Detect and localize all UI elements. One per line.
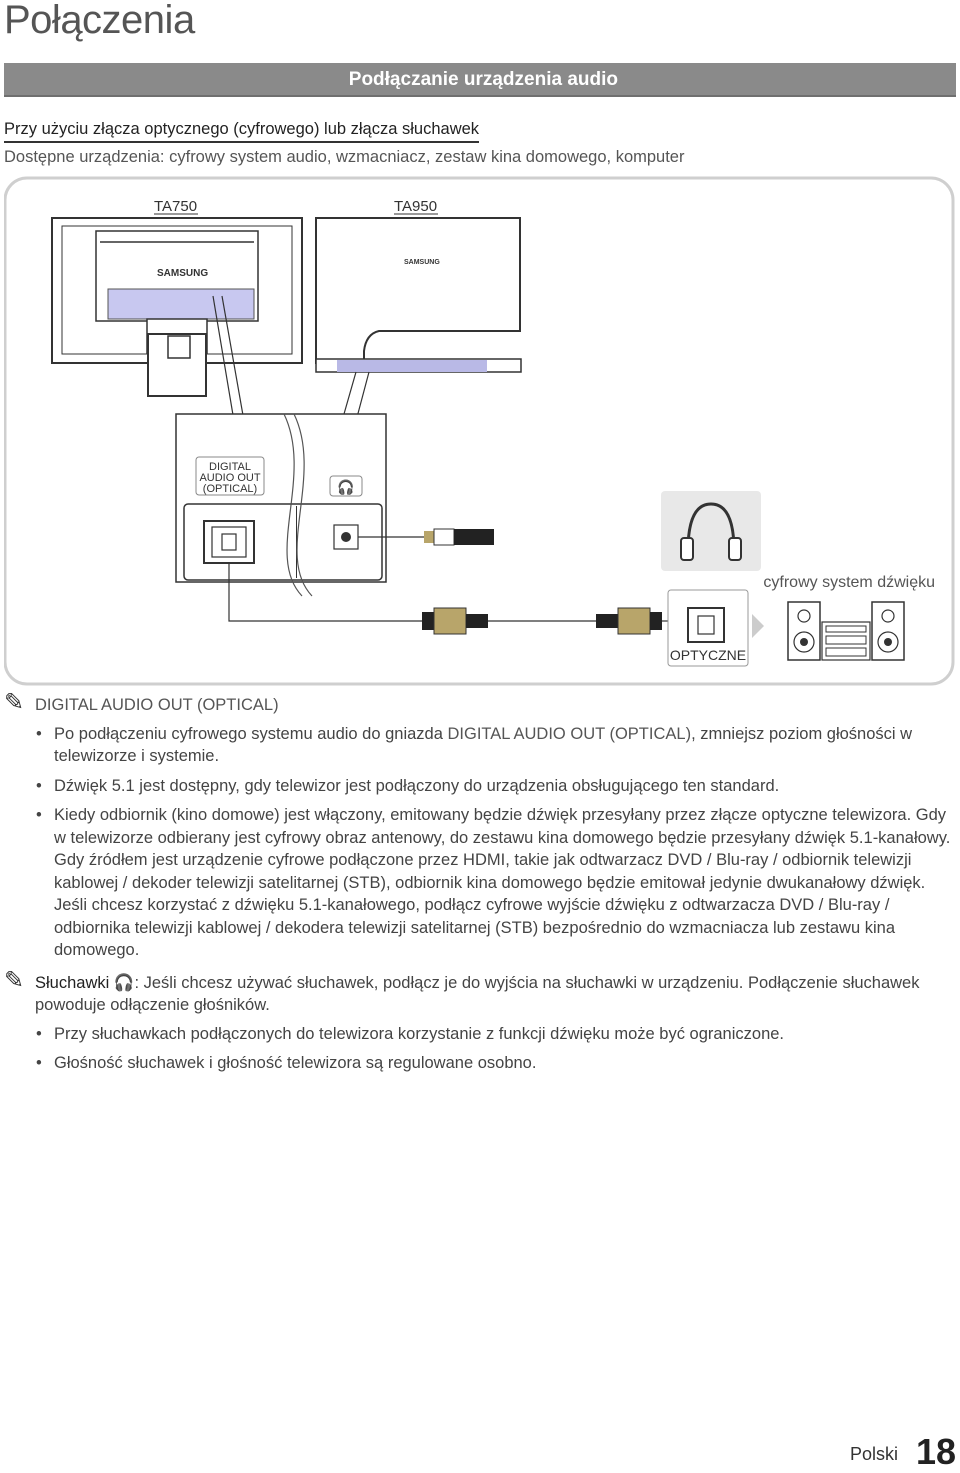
note-headphones-heading: Słuchawki: [35, 973, 110, 992]
list-item: • Przy słuchawkach podłączonych do telew…: [4, 1023, 956, 1046]
list-item: • Po podłączeniu cyfrowego systemu audio…: [36, 724, 913, 766]
page-title: Połączenia: [4, 0, 195, 42]
available-devices: Dostępne urządzenia: cyfrowy system audi…: [4, 148, 685, 166]
arrow-icon: [752, 614, 764, 638]
page-number: 18: [915, 1431, 956, 1472]
pencil-icon: ✎: [4, 689, 25, 716]
pencil-icon: ✎: [4, 966, 25, 994]
bullet-icon: •: [36, 1054, 42, 1072]
bullet-icon: •: [36, 724, 42, 743]
brand-logo-ta750: SAMSUNG: [157, 268, 208, 279]
headphones-device: [661, 491, 761, 571]
optical-input-label: OPTYCZNE: [670, 647, 746, 663]
note-optical-heading: DIGITAL AUDIO OUT (OPTICAL): [35, 696, 279, 714]
svg-text:(OPTICAL): (OPTICAL): [203, 483, 257, 495]
bullet-icon: •: [36, 776, 42, 795]
model-label-ta950: TA950: [394, 198, 437, 215]
monitor-ta750: SAMSUNG: [51, 217, 303, 397]
notes-section: ✎ DIGITAL AUDIO OUT (OPTICAL) • Po podłą…: [4, 689, 956, 1082]
brand-logo-ta950: SAMSUNG: [404, 259, 440, 266]
section-header-bar: Podłączanie urządzenia audio: [4, 63, 956, 97]
headphone-icon: 🎧: [337, 479, 354, 496]
monitor-ta950: SAMSUNG: [315, 217, 522, 373]
headphone-cable: [358, 528, 494, 546]
model-label-ta750: TA750: [154, 198, 197, 215]
digital-sound-system-label: cyfrowy system dźwięku: [763, 574, 935, 591]
headphone-icon: 🎧: [113, 972, 135, 992]
svg-text:AUDIO OUT: AUDIO OUT: [199, 472, 260, 484]
list-item: • Dźwięk 5.1 jest dostępny, gdy telewizo…: [4, 775, 956, 798]
list-item: • Kiedy odbiornik (kino domowe) jest włą…: [36, 806, 951, 959]
connection-diagram: TA750 TA950 SAMSUNG SAMSUNG DIGITAL AUDI…: [4, 176, 955, 686]
footer-language: Polski: [849, 1444, 898, 1464]
optical-cable: [228, 563, 668, 635]
list-item: • Głośność słuchawek i głośność telewizo…: [4, 1052, 956, 1075]
subheading: Przy użyciu złącza optycznego (cyfrowego…: [4, 120, 480, 143]
optical-input-panel: OPTYCZNE: [667, 589, 764, 667]
svg-text:DIGITAL: DIGITAL: [209, 461, 251, 473]
note-headphones: ✎ Słuchawki 🎧: Jeśli chcesz używać słuch…: [4, 966, 920, 1014]
headphone-port-label: [329, 475, 363, 497]
section-title: Podłączanie urządzenia audio: [348, 69, 618, 90]
bullet-icon: •: [36, 806, 42, 824]
port-panel: DIGITAL AUDIO OUT (OPTICAL) 🎧: [175, 413, 387, 583]
note-optical: ✎ DIGITAL AUDIO OUT (OPTICAL): [4, 689, 956, 717]
stereo-system: [787, 601, 905, 661]
bullet-icon: •: [36, 1024, 42, 1043]
